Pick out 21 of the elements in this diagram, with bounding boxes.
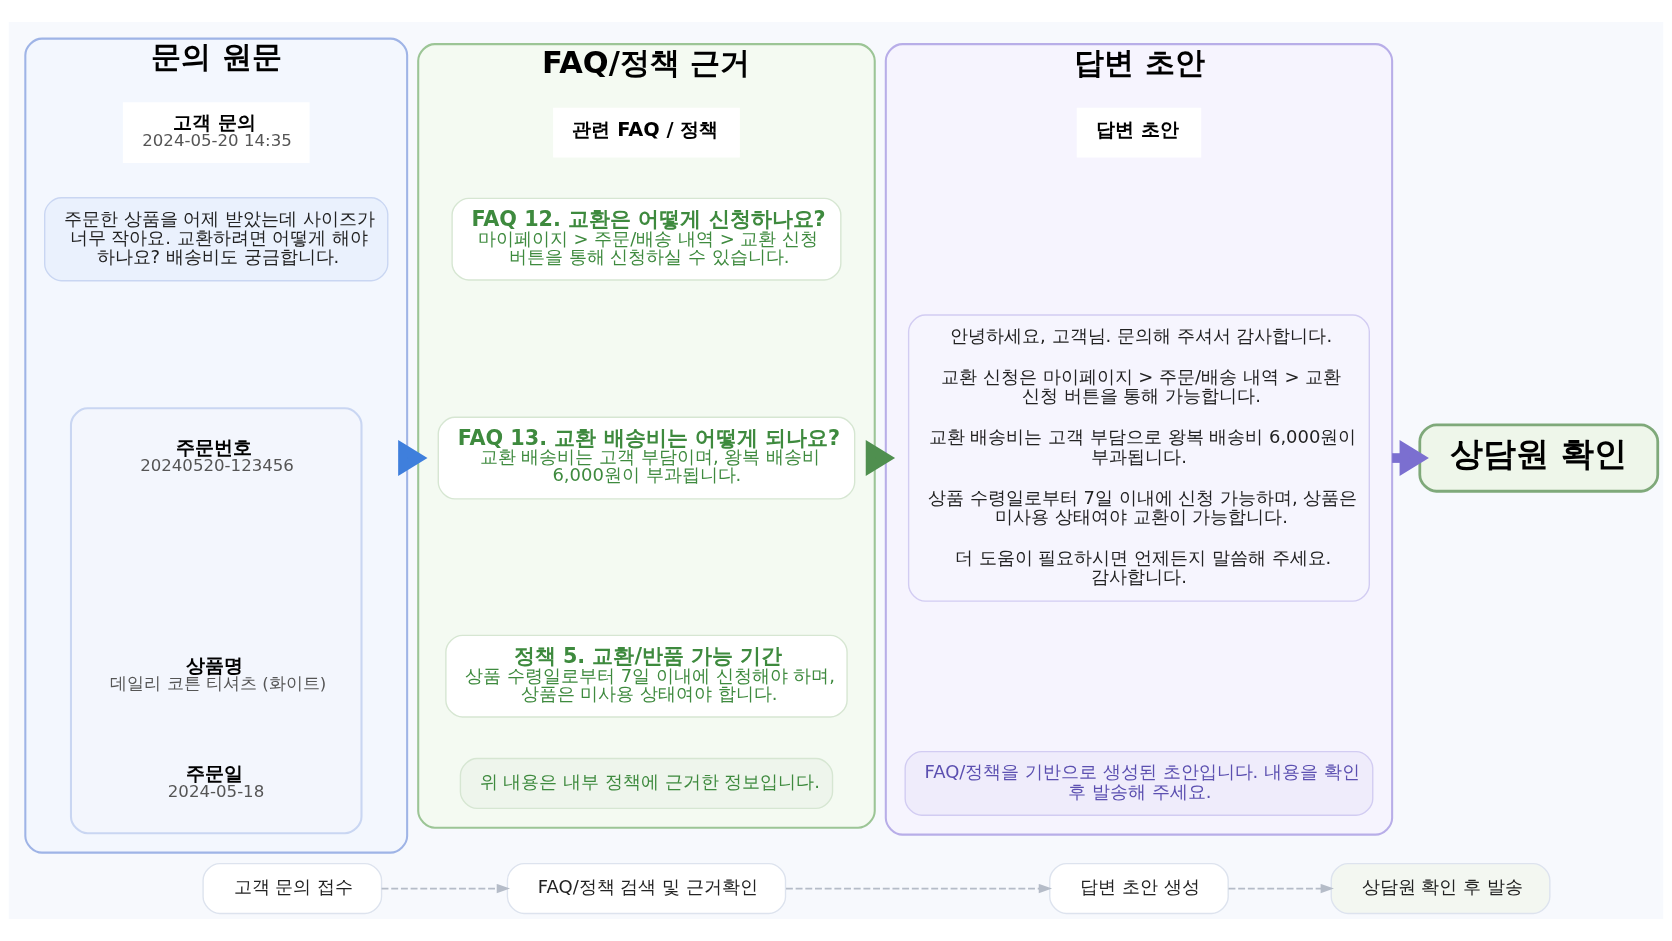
arrow xyxy=(865,440,896,476)
node-text: 상품명 데일리 코튼 티셔츠 (화이트) xyxy=(110,654,327,694)
node-box: 주문한 상품을 어제 받았는데 사이즈가 너무 작아요. 교환하려면 어떻게 해야 하나요? 배송비도 궁금합니다. xyxy=(44,197,389,282)
node-box: FAQ 13. 교환 배송비는 어떻게 되나요? 교환 배송비는 고객 부담이며, 왕복 배송비 6,000원이 부과됩니다. xyxy=(437,416,856,500)
arrow xyxy=(785,883,1053,894)
node-box: FAQ/정책 검색 및 근거확인 xyxy=(506,862,787,915)
node-box: 안녕하세요, 고객님. 문의해 주셔서 감사합니다. 교환 신청은 마이페이지 > 주문/배송 내역 > 교환 신청 버튼을 통해 가능합니다. 교환 배송비는 고객 부담으로 왕복 배송비 6,000원이 부과됩니다. 상품 수령일로부터 7일 이내에 신청 가능하며, 상품은 미사용 상태여야 교환이 가능합니다. 더 도움이 필요하시면 언제든지 말씀해 주세요. 감사합니다. xyxy=(907,314,1370,602)
node-box: FAQ 12. 교환은 어떻게 신청하나요? 마이페이지 > 주문/배송 내역 > 교환 신청 버튼을 통해 신청하실 수 있습니다. xyxy=(451,197,842,281)
node-box: 답변 초안 생성 xyxy=(1049,862,1229,915)
node-box: 위 내용은 내부 정책에 근거한 정보입니다. xyxy=(459,757,834,810)
node-box: FAQ/정책을 기반으로 생성된 초안입니다. 내용을 확인 후 발송해 주세요. xyxy=(904,750,1374,816)
node-text: 주문번호 20240520-123456 xyxy=(140,436,294,476)
arrow xyxy=(1227,883,1334,894)
node-text: 주문일 2024-05-18 xyxy=(167,761,265,801)
node-box: 고객 문의 접수 xyxy=(202,862,383,915)
arrow xyxy=(380,883,510,894)
cluster xyxy=(69,407,363,835)
node-box: 상담원 확인 xyxy=(1418,423,1660,493)
arrow xyxy=(398,440,428,476)
node-box: 상담원 확인 후 발송 xyxy=(1330,862,1551,915)
node-box: 정책 5. 교환/반품 가능 기간 상품 수령일로부터 7일 이내에 신청해야 하며, 상품은 미사용 상태여야 합니다. xyxy=(445,634,848,718)
